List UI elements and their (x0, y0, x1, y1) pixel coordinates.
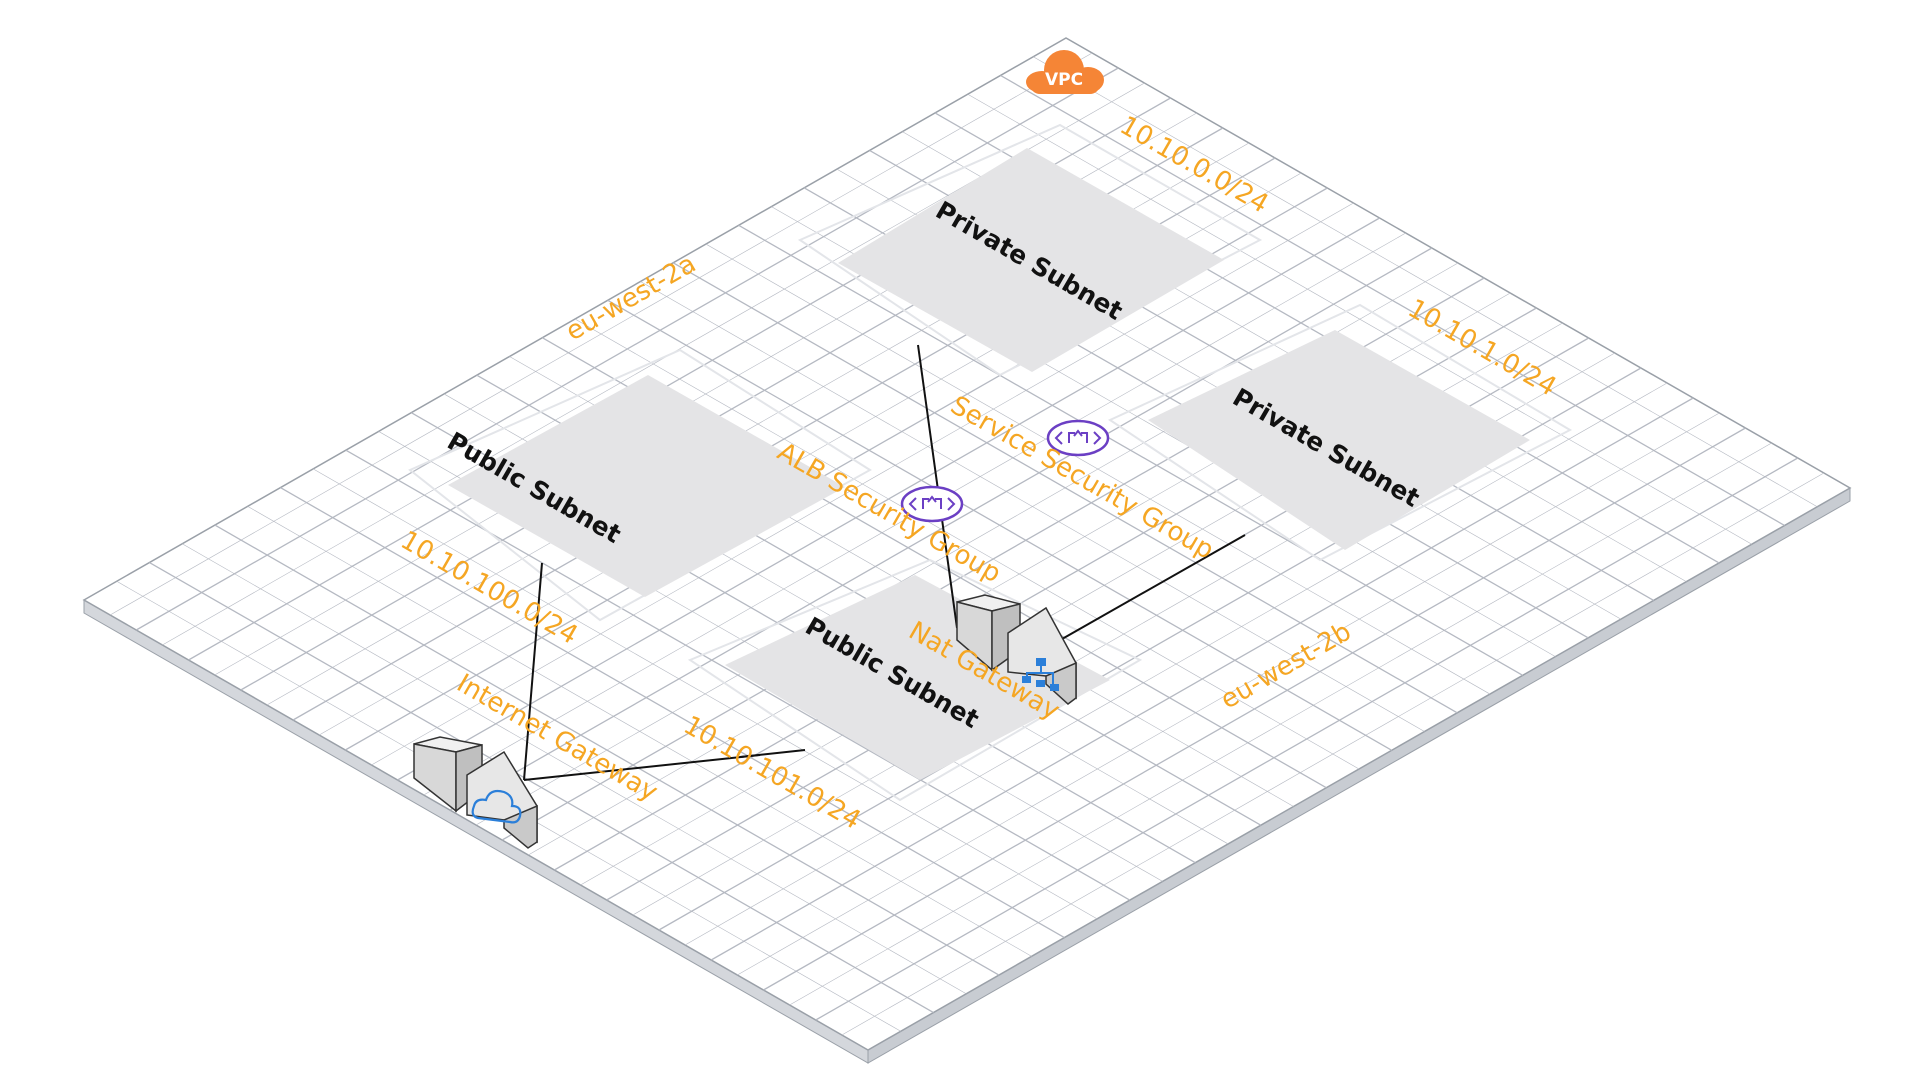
line-public-b-end (739, 749, 806, 758)
private-a-outline (797, 123, 1263, 377)
connection-lines (523, 344, 1246, 781)
network-hierarchy-icon (1022, 658, 1059, 691)
public-subnet-a-tile (448, 375, 845, 597)
line-public-a-to-igw (523, 562, 543, 781)
grid-line (737, 412, 1720, 976)
grid-line (815, 457, 1799, 1021)
igw-front-right (503, 804, 538, 849)
private-subnet-b-tile (1148, 330, 1530, 550)
security-group-icon-alb (900, 485, 964, 523)
security-group-icon-service (1046, 419, 1110, 457)
public-b-outline (687, 558, 1143, 802)
grid-line (763, 427, 1746, 991)
vpc-label: VPC (1045, 70, 1083, 90)
line-igw-to-public-b (523, 754, 761, 781)
vpc-cloud-icon (1026, 50, 1104, 94)
nat-gateway-device (956, 594, 1077, 705)
subnet-tiles (448, 148, 1530, 780)
private-b-outline (1107, 303, 1573, 562)
group-outlines (408, 123, 1573, 802)
internet-gateway-device (413, 736, 538, 849)
grid-line (841, 472, 1825, 1036)
az-a-outline (408, 348, 872, 622)
public-subnet-b-tile (725, 575, 1110, 780)
vpc-badge: VPC (1026, 50, 1104, 94)
private-subnet-a-tile (838, 148, 1224, 372)
grid-line (1033, 56, 1818, 507)
grid-line (967, 93, 1752, 545)
grid-line (789, 442, 1772, 1006)
line-nat-to-private-b (1054, 534, 1246, 644)
grid-line (1000, 74, 1785, 527)
cloud-icon (471, 789, 522, 824)
